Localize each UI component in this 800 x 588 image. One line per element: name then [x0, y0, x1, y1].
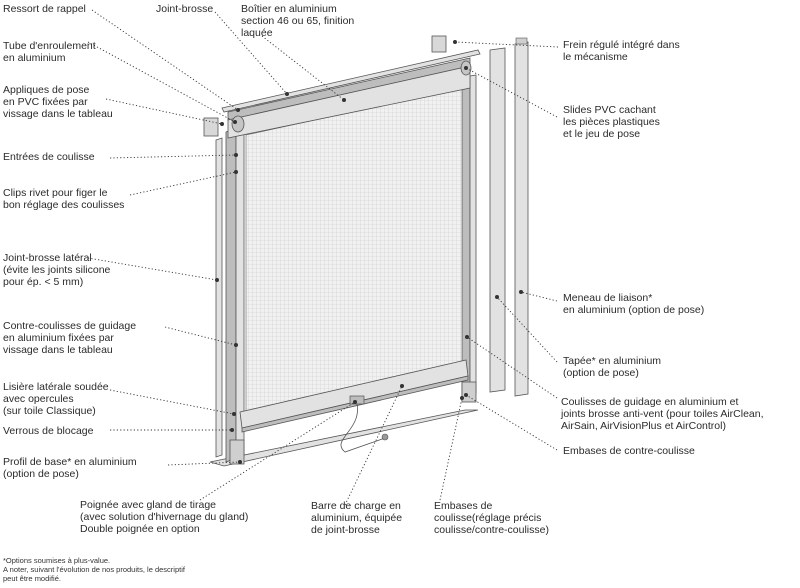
screen-mesh: [245, 87, 463, 416]
left-contre-coulisse: [215, 137, 223, 458]
footnote: *Options soumises à plus-value. A noter,…: [3, 556, 185, 583]
tapee-profile: [489, 47, 506, 393]
label-boitier-aluminium: Boîtier en aluminium section 46 ou 65, f…: [241, 3, 355, 39]
boitier-aluminium: [221, 49, 481, 139]
label-entrees-de-coulisse: Entrées de coulisse: [3, 151, 95, 163]
label-ressort-de-rappel: Ressort de rappel: [3, 3, 86, 15]
label-appliques-de-pose: Appliques de pose en PVC fixées par viss…: [3, 84, 113, 120]
label-profil-de-base: Profil de base* en aluminium (option de …: [3, 456, 137, 480]
appliques: [203, 35, 447, 137]
label-joint-brosse: Joint-brosse: [156, 3, 214, 15]
poignee: [340, 395, 389, 453]
label-contre-coulisses: Contre-coulisses de guidage en aluminium…: [3, 320, 137, 356]
label-slides-pvc: Slides PVC cachant les pièces plastiques…: [563, 104, 660, 140]
leader-lines: [87, 9, 559, 506]
label-tapee: Tapée* en aluminium (option de pose): [563, 355, 662, 379]
label-lisiere-laterale: Lisière latérale soudée avec opercules (…: [3, 381, 109, 417]
label-verrous-de-blocage: Verrous de blocage: [3, 425, 94, 437]
label-clips-rivet: Clips rivet pour figer le bon réglage de…: [3, 187, 125, 211]
left-coulisse: [225, 125, 245, 463]
embases: [229, 381, 477, 465]
label-meneau-de-liaison: Meneau de liaison* en aluminium (option …: [563, 292, 705, 316]
label-embases-de-coulisse: Embases de coulisse(réglage précis couli…: [434, 500, 549, 536]
right-coulisse: [461, 74, 477, 399]
label-coulisses-de-guidage: Coulisses de guidage en aluminium et joi…: [561, 396, 764, 432]
label-barre-de-charge: Barre de charge en aluminium, équipée de…: [311, 500, 403, 536]
meneau-profile: [514, 37, 529, 397]
label-poignee: Poignée avec gland de tirage (avec solut…: [80, 499, 249, 535]
label-tube-enroulement: Tube d'enroulement en aluminium: [3, 40, 96, 64]
label-embases-contre-coulisse: Embases de contre-coulisse: [563, 445, 695, 457]
label-frein-regule: Frein régulé intégré dans le mécanisme: [563, 39, 680, 63]
label-joint-brosse-lateral: Joint-brosse latéral (évite les joints s…: [3, 252, 111, 288]
